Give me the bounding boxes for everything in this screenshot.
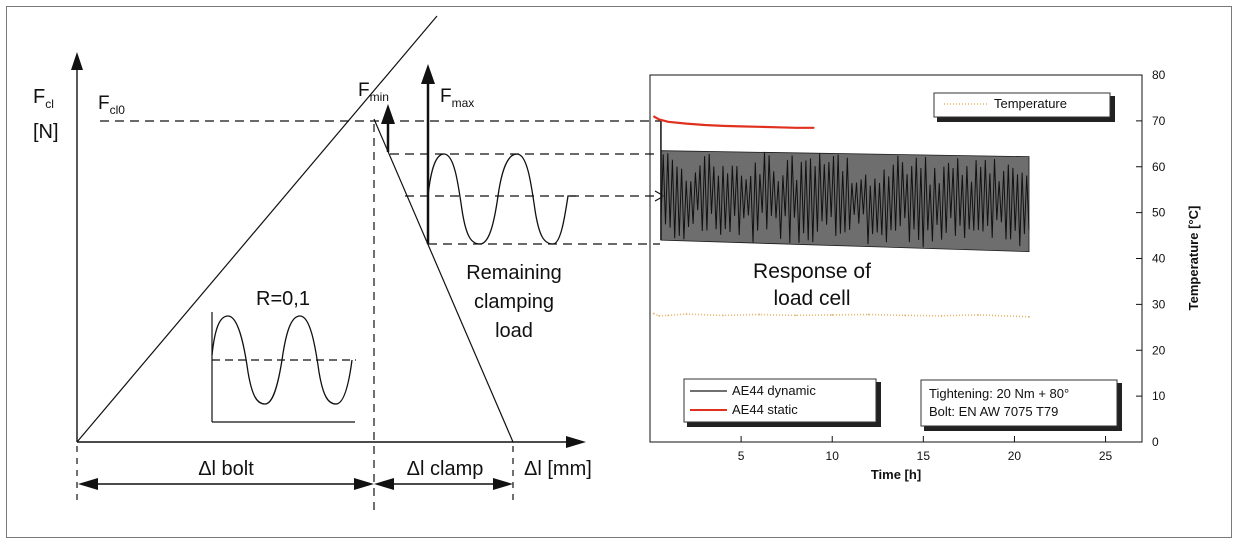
series-point <box>721 314 724 317</box>
series-point <box>685 123 688 125</box>
x-tick-label: 25 <box>1099 449 1113 463</box>
x-tick-label: 20 <box>1008 449 1022 463</box>
response-label-line2: load cell <box>773 287 850 310</box>
series-point <box>758 313 761 316</box>
series-ae44-dynamic-signal <box>660 152 1030 248</box>
remaining-label-line1: Remaining <box>466 262 562 284</box>
dl-clamp-arrow-left <box>374 478 394 490</box>
series-point <box>722 125 724 127</box>
annotation-line1: Tightening: 20 Nm + 80° <box>929 386 1069 401</box>
x-tick-label: 15 <box>917 449 931 463</box>
series-point <box>758 126 760 128</box>
series-point <box>977 314 979 316</box>
f-min-label: Fmin <box>358 80 389 104</box>
remaining-label-line3: load <box>495 320 533 342</box>
series-point <box>685 313 688 315</box>
series-point <box>813 127 815 129</box>
y-tick-label: 60 <box>1152 160 1166 174</box>
dl-axis-label: Δl [mm] <box>524 458 592 480</box>
x-axis-title: Time [h] <box>871 467 921 482</box>
f-min-arrowhead <box>381 104 395 124</box>
dl-bolt-label: Δl bolt <box>198 458 254 480</box>
series-point <box>940 314 943 317</box>
y-axis-arrowhead <box>71 52 83 70</box>
x-axis-arrowhead <box>566 436 586 448</box>
y-tick-label: 70 <box>1152 114 1166 128</box>
dl-clamp-label: Δl clamp <box>407 458 484 480</box>
f-cl-unit: [N] <box>33 121 59 143</box>
x-ticks: 5 10 15 20 25 <box>738 436 1113 463</box>
series-point <box>794 314 797 317</box>
legend-label-dynamic: AE44 dynamic <box>732 383 816 398</box>
series-point <box>740 125 742 127</box>
bolt-stiffness-line <box>76 15 438 443</box>
series-point <box>1028 315 1030 318</box>
series-point <box>652 312 655 315</box>
series-temperature <box>653 312 1030 318</box>
inset-wave <box>211 315 353 405</box>
y-tick-label: 40 <box>1152 252 1166 266</box>
legend-label-temperature: Temperature <box>994 96 1067 111</box>
x-tick-label: 5 <box>738 449 745 463</box>
series-point <box>831 314 834 316</box>
remaining-label-line2: clamping <box>474 291 554 313</box>
y-ticks: 0 10 20 30 40 50 60 70 80 <box>1136 68 1166 449</box>
f-cl0-label: Fcl0 <box>98 93 125 117</box>
y-tick-label: 0 <box>1152 435 1159 449</box>
series-point <box>704 124 706 126</box>
force-elongation-diagram: Fcl [N] Fcl0 Fmin Fmax <box>33 15 666 510</box>
series-point <box>653 115 655 117</box>
y-tick-label: 10 <box>1152 389 1166 403</box>
series-point <box>667 121 669 123</box>
legend-ae44: AE44 dynamic AE44 static <box>683 378 881 427</box>
clamp-load-wave <box>427 153 576 245</box>
series-ae44-static <box>653 115 814 129</box>
response-label-line1: Response of <box>753 260 871 283</box>
clamp-stiffness-line <box>373 118 514 443</box>
f-cl-label: Fcl <box>33 86 54 111</box>
dl-bolt-arrow-left <box>78 478 98 490</box>
r-ratio-label: R=0,1 <box>256 288 310 310</box>
series-point <box>658 118 660 121</box>
load-cell-chart: 5 10 15 20 25 0 10 20 30 40 50 60 70 80 Time [h] Tem… <box>649 68 1201 482</box>
series-point <box>904 314 907 317</box>
series-point <box>658 314 661 317</box>
dl-clamp-arrow-right <box>493 478 513 490</box>
series-layer <box>652 115 1030 318</box>
series-point <box>776 126 779 128</box>
annotation-line2: Bolt: EN AW 7075 T79 <box>929 404 1058 419</box>
figure-frame <box>6 6 1232 538</box>
dl-bolt-arrow-right <box>354 478 374 490</box>
f-max-arrowhead <box>421 64 435 84</box>
y-tick-label: 20 <box>1152 343 1166 357</box>
series-point <box>667 314 670 317</box>
legend-temperature: Temperature <box>933 92 1115 122</box>
series-ae44-dynamic-envelope <box>660 150 1030 253</box>
y-tick-label: 50 <box>1152 206 1166 220</box>
legend-label-static: AE44 static <box>732 402 798 417</box>
y-tick-label: 30 <box>1152 297 1166 311</box>
y-tick-label: 80 <box>1152 68 1166 82</box>
series-point <box>867 313 870 316</box>
f-max-label: Fmax <box>440 86 474 110</box>
y-axis-title: Temperature [°C] <box>1186 206 1201 311</box>
x-tick-label: 10 <box>826 449 840 463</box>
tightening-annotation: Tightening: 20 Nm + 80° Bolt: EN AW 7075… <box>920 379 1122 431</box>
series-point <box>795 127 797 129</box>
